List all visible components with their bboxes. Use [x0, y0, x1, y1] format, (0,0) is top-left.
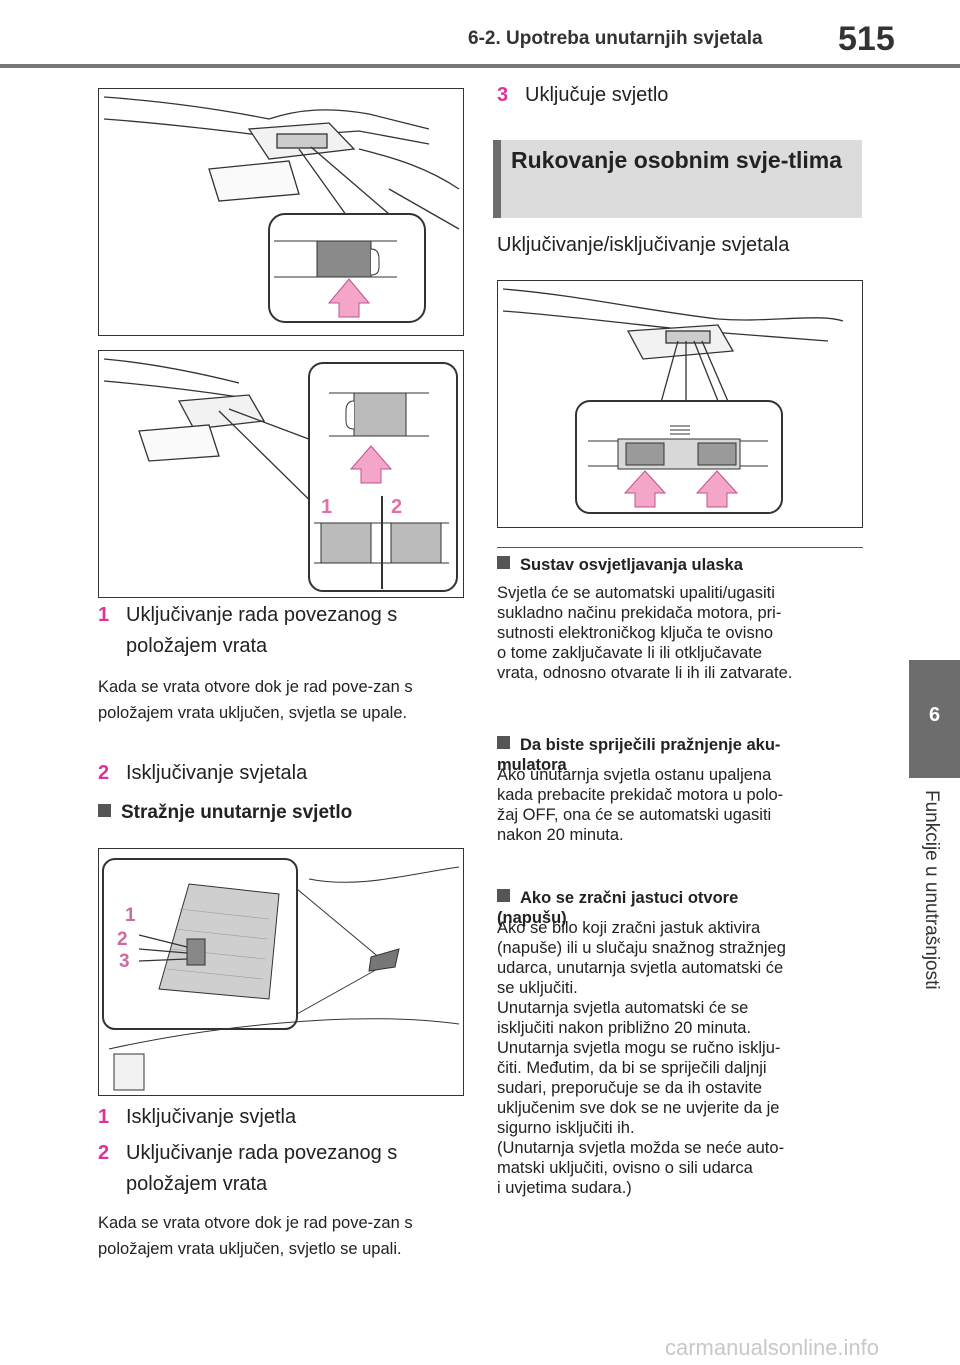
item-number: 1	[98, 604, 110, 626]
item-number: 2	[98, 762, 110, 784]
list-item: 3 Uključuje svjetlo	[497, 84, 668, 107]
page-number: 515	[838, 20, 895, 58]
heading-text: Da biste spriječili pražnjenje aku- mula…	[497, 736, 781, 774]
section-heading: Da biste spriječili pražnjenje aku- mula…	[497, 715, 867, 775]
paragraph: Kada se vrata otvore dok je rad pove-zan…	[98, 678, 413, 722]
section-body: Svjetla će se automatski upaliti/ugasiti…	[497, 584, 793, 682]
fig2-label-1: 1	[321, 496, 332, 518]
fig3-label-1: 1	[125, 905, 136, 926]
section-body: Ako se bilo koji zračni jastuk aktivira …	[497, 919, 786, 1197]
item-number: 1	[98, 1106, 110, 1128]
personal-lights-diagram	[502, 288, 844, 514]
box-heading-text: Rukovanje osobnim svje-tlima	[511, 147, 843, 173]
personal-lights-illustration	[497, 280, 863, 528]
rear-light-diagram: 1 2 3	[102, 858, 460, 1091]
chapter-tab: 6	[909, 660, 960, 778]
square-bullet-icon	[497, 736, 510, 749]
section-heading: Ako se zračni jastuci otvore (napušu)	[497, 868, 867, 928]
fig3-label-3: 3	[119, 951, 130, 972]
square-bullet-icon	[497, 556, 510, 569]
fig3-label-2: 2	[117, 929, 128, 950]
section-divider	[497, 547, 863, 548]
item-text: Uključivanje rada povezanog s položajem …	[126, 604, 398, 657]
heading-text: Sustav osvjetljavanja ulaska	[520, 556, 743, 574]
section-heading: Stražnje unutarnje svjetlo	[98, 802, 352, 824]
chapter-title-vertical: Funkcije u unutrašnjosti	[913, 790, 953, 1030]
section-heading: Sustav osvjetljavanja ulaska	[497, 555, 867, 575]
square-bullet-icon	[98, 804, 111, 817]
door-switch-illustration: 1 2	[98, 350, 464, 598]
item-text: Isključivanje svjetla	[126, 1106, 297, 1128]
subheading: Uključivanje/isključivanje svjetala	[497, 234, 790, 256]
list-item: 2 Isključivanje svjetala	[98, 762, 307, 785]
chapter-number: 6	[928, 704, 941, 726]
item-text: Uključivanje rada povezanog s položajem …	[126, 1142, 398, 1195]
header-rule	[0, 64, 960, 68]
chapter-title: Funkcije u unutrašnjosti	[921, 790, 942, 990]
heading-accent-bar	[493, 140, 501, 218]
list-item: 2 Uključivanje rada povezanog s položaje…	[98, 1142, 397, 1195]
item-number: 3	[497, 84, 509, 106]
rear-light-illustration: 1 2 3	[98, 848, 464, 1096]
door-switch-diagram: 1 2	[103, 358, 458, 592]
section-title: 6-2. Upotreba unutarnjih svjetala	[468, 28, 763, 49]
item-text: Uključuje svjetlo	[525, 84, 669, 106]
item-number: 2	[98, 1142, 110, 1164]
fig2-label-2: 2	[391, 496, 402, 518]
car-ceiling-diagram	[103, 96, 460, 323]
square-bullet-icon	[497, 889, 510, 902]
heading-text: Ako se zračni jastuci otvore (napušu)	[497, 889, 739, 927]
list-item: 1 Uključivanje rada povezanog s položaje…	[98, 604, 397, 657]
item-text: Isključivanje svjetala	[126, 762, 308, 784]
section-body: Ako unutarnja svjetla ostanu upaljena ka…	[497, 766, 784, 844]
section-box-heading: Rukovanje osobnim svje-tlima	[493, 140, 862, 218]
paragraph: Kada se vrata otvore dok je rad pove-zan…	[98, 1214, 413, 1258]
front-light-illustration	[98, 88, 464, 336]
heading-text: Stražnje unutarnje svjetlo	[121, 802, 353, 823]
list-item: 1 Isključivanje svjetla	[98, 1106, 296, 1129]
watermark: carmanualsonline.info	[665, 1335, 880, 1360]
